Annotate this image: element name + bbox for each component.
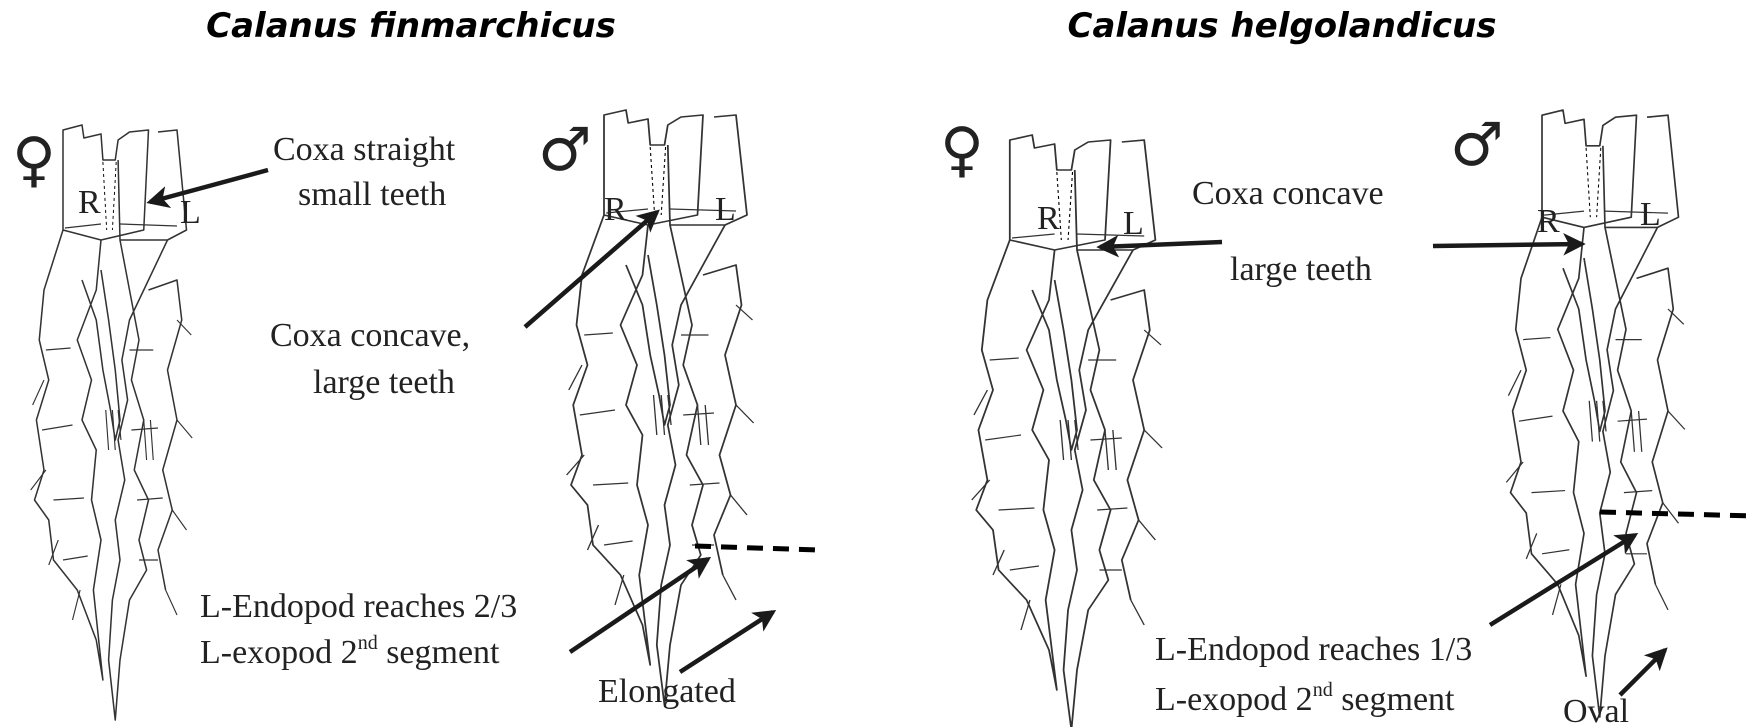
- male-right-label-right: R: [1537, 203, 1560, 240]
- coxa-concave-label-right-line2: large teeth: [1230, 251, 1372, 288]
- right-panel-title: Calanus helgolandicus: [1068, 6, 1497, 46]
- male-symbol: ♂: [538, 115, 592, 185]
- endopod-label-right-line2: L-exopod 2nd segment: [1155, 679, 1455, 718]
- coxa-concave-label-line1: Coxa concave,: [270, 317, 470, 354]
- male-left-label-right: L: [1640, 196, 1661, 233]
- female-symbol-right: ♀: [940, 115, 984, 185]
- coxa-concave-label-line2: large teeth: [313, 364, 455, 401]
- oval-arrow: [1620, 650, 1665, 695]
- coxa-concave-arrow-male: [1433, 244, 1582, 246]
- female-symbol: ♀: [12, 125, 56, 195]
- coxa-concave-arrow: [525, 212, 657, 327]
- male-right-label: R: [604, 191, 627, 228]
- coxa-straight-label-line1: Coxa straight: [273, 131, 456, 168]
- left-panel: Calanus finmarchicus ♀ R L ♂ R L Coxa st…: [12, 6, 818, 720]
- female-right-label-right: R: [1037, 200, 1060, 237]
- male-symbol-right: ♂: [1450, 110, 1504, 180]
- shape-label-elongated: Elongated: [598, 673, 736, 710]
- coxa-concave-arrow-female: [1100, 242, 1222, 247]
- coxa-concave-label-right-line1: Coxa concave: [1192, 175, 1384, 212]
- shape-label-oval: Oval: [1563, 693, 1629, 727]
- elongated-arrow: [680, 612, 773, 672]
- endopod-level-dashed-line: [695, 546, 818, 550]
- coxa-straight-arrow: [150, 170, 268, 202]
- female-right-label: R: [78, 184, 101, 221]
- left-panel-title: Calanus finmarchicus: [206, 6, 616, 46]
- female-left-label: L: [180, 194, 201, 231]
- female-leg-drawing-finmarchicus: [31, 125, 193, 720]
- male-left-label: L: [715, 191, 736, 228]
- endopod-label-line1: L-Endopod reaches 2/3: [200, 588, 517, 625]
- endopod-label-right-line1: L-Endopod reaches 1/3: [1155, 631, 1472, 668]
- female-left-label-right: L: [1123, 205, 1144, 242]
- endopod-level-dashed-line-right: [1600, 512, 1755, 516]
- right-panel: Calanus helgolandicus ♀ R L ♂ R L Coxa c…: [940, 6, 1755, 727]
- coxa-straight-label-line2: small teeth: [298, 176, 446, 213]
- endopod-label-line2: L-exopod 2nd segment: [200, 632, 500, 671]
